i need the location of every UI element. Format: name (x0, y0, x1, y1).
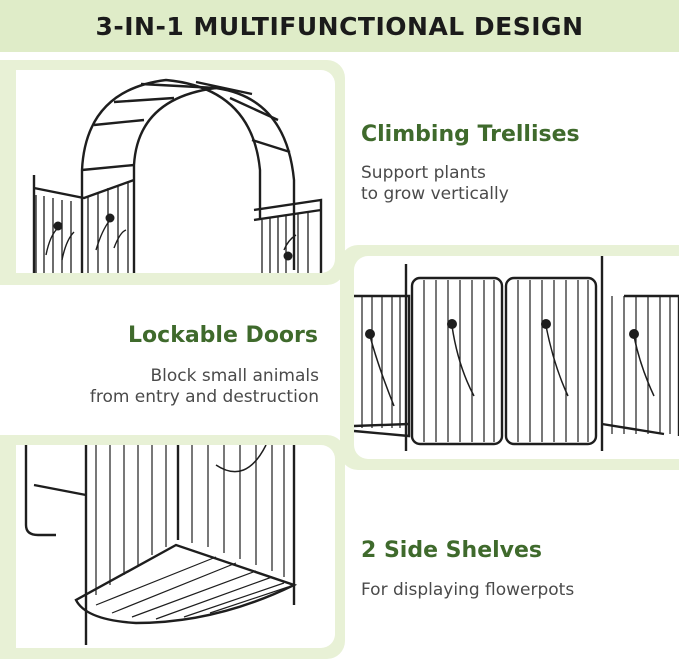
lockable-doors-illustration (354, 256, 679, 451)
feature-desc-line: to grow vertically (361, 184, 509, 204)
side-shelf-illustration (24, 445, 298, 645)
side-shelf-image (16, 445, 335, 648)
feature-title-lockable-doors: Lockable Doors (128, 323, 318, 348)
header-banner: 3-IN-1 MULTIFUNCTIONAL DESIGN (0, 0, 679, 52)
arch-trellis-illustration (32, 78, 323, 273)
feature-title-side-shelves: 2 Side Shelves (361, 538, 543, 563)
page-title: 3-IN-1 MULTIFUNCTIONAL DESIGN (95, 11, 584, 41)
feature-title-climbing-trellises: Climbing Trellises (361, 122, 580, 147)
arch-trellis-image (16, 70, 335, 273)
feature-desc-line: For displaying flowerpots (361, 580, 575, 600)
feature-desc-line: Block small animals (150, 366, 319, 386)
feature-desc-line: Support plants (361, 163, 486, 183)
lockable-doors-image (354, 256, 679, 459)
feature-desc-line: from entry and destruction (89, 387, 319, 407)
